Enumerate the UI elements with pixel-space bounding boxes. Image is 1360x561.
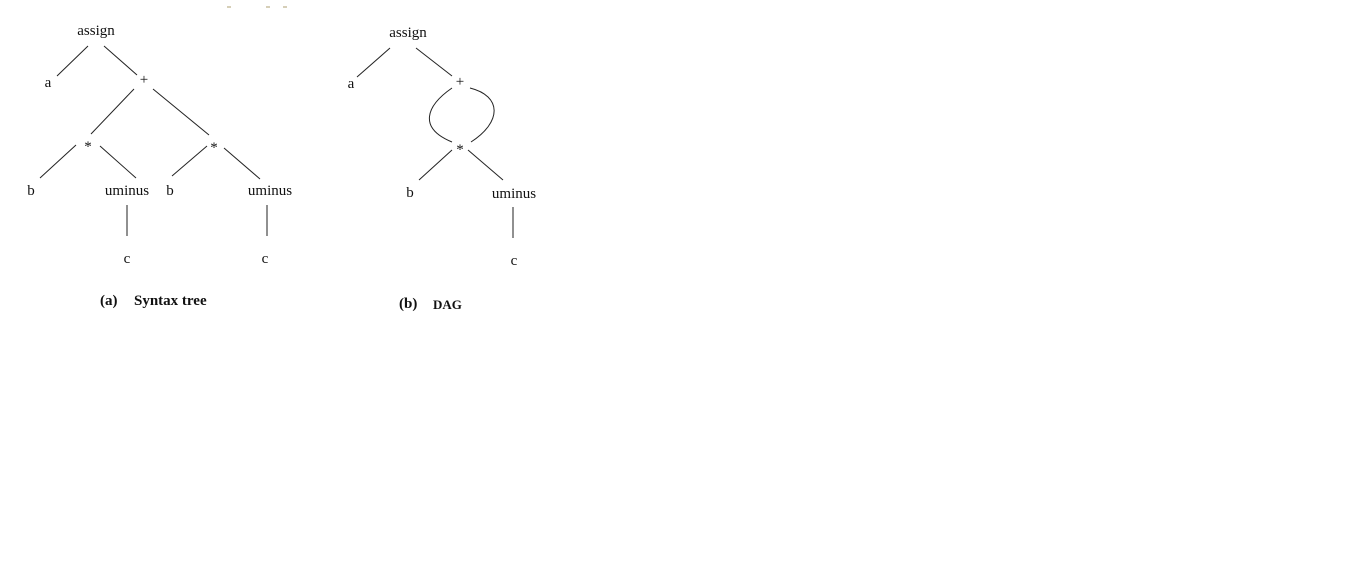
edge-plus-mul-left [90,88,135,135]
edge-mul-left-uminus [99,145,137,179]
syntax-node-b-right: b [166,183,174,199]
edge-dag-mul-b [418,149,453,181]
dag-node-uminus: uminus [492,186,536,202]
edge-assign-a [56,45,89,77]
syntax-node-mul-left: * [84,139,92,155]
edge-mul-right-uminus [223,147,261,180]
syntax-node-mul-right: * [210,140,218,156]
syntax-node-uminus-right: uminus [248,183,292,199]
dag: assign a + * b uminus c (b) DAG [348,25,537,312]
edge-dag-mul-uminus [467,149,504,181]
edge-assign-plus [103,45,138,76]
edge-mul-left-b [39,144,77,179]
edge-dag-assign-plus [415,47,453,77]
dag-node-plus: + [456,74,464,90]
syntax-tree-caption-title: Syntax tree [134,293,207,309]
dag-caption-title: DAG [433,297,462,312]
dag-node-c: c [511,253,518,269]
dag-caption-tag: (b) [399,296,417,312]
syntax-node-assign: assign [77,23,115,39]
syntax-node-a: a [45,75,52,91]
dag-node-a: a [348,76,355,92]
edge-dag-assign-a [356,47,391,78]
dag-node-mul: * [456,142,464,158]
dag-edges [356,47,514,238]
edge-plus-mul-right [152,88,210,136]
syntax-node-uminus-left: uminus [105,183,149,199]
dag-node-assign: assign [389,25,427,41]
edge-dag-plus-mul-right [469,87,495,143]
syntax-node-plus: + [140,72,148,88]
syntax-node-c-right: c [262,251,269,267]
syntax-node-b-left: b [27,183,35,199]
syntax-node-c-left: c [124,251,131,267]
syntax-tree: assign a + * * b uminus b uminus c c (a)… [27,23,292,309]
edge-dag-plus-mul-left [429,87,453,143]
edge-mul-right-b [171,145,208,177]
syntax-tree-caption-tag: (a) [100,293,118,309]
dag-node-b: b [406,185,414,201]
syntax-tree-edges [39,45,268,236]
